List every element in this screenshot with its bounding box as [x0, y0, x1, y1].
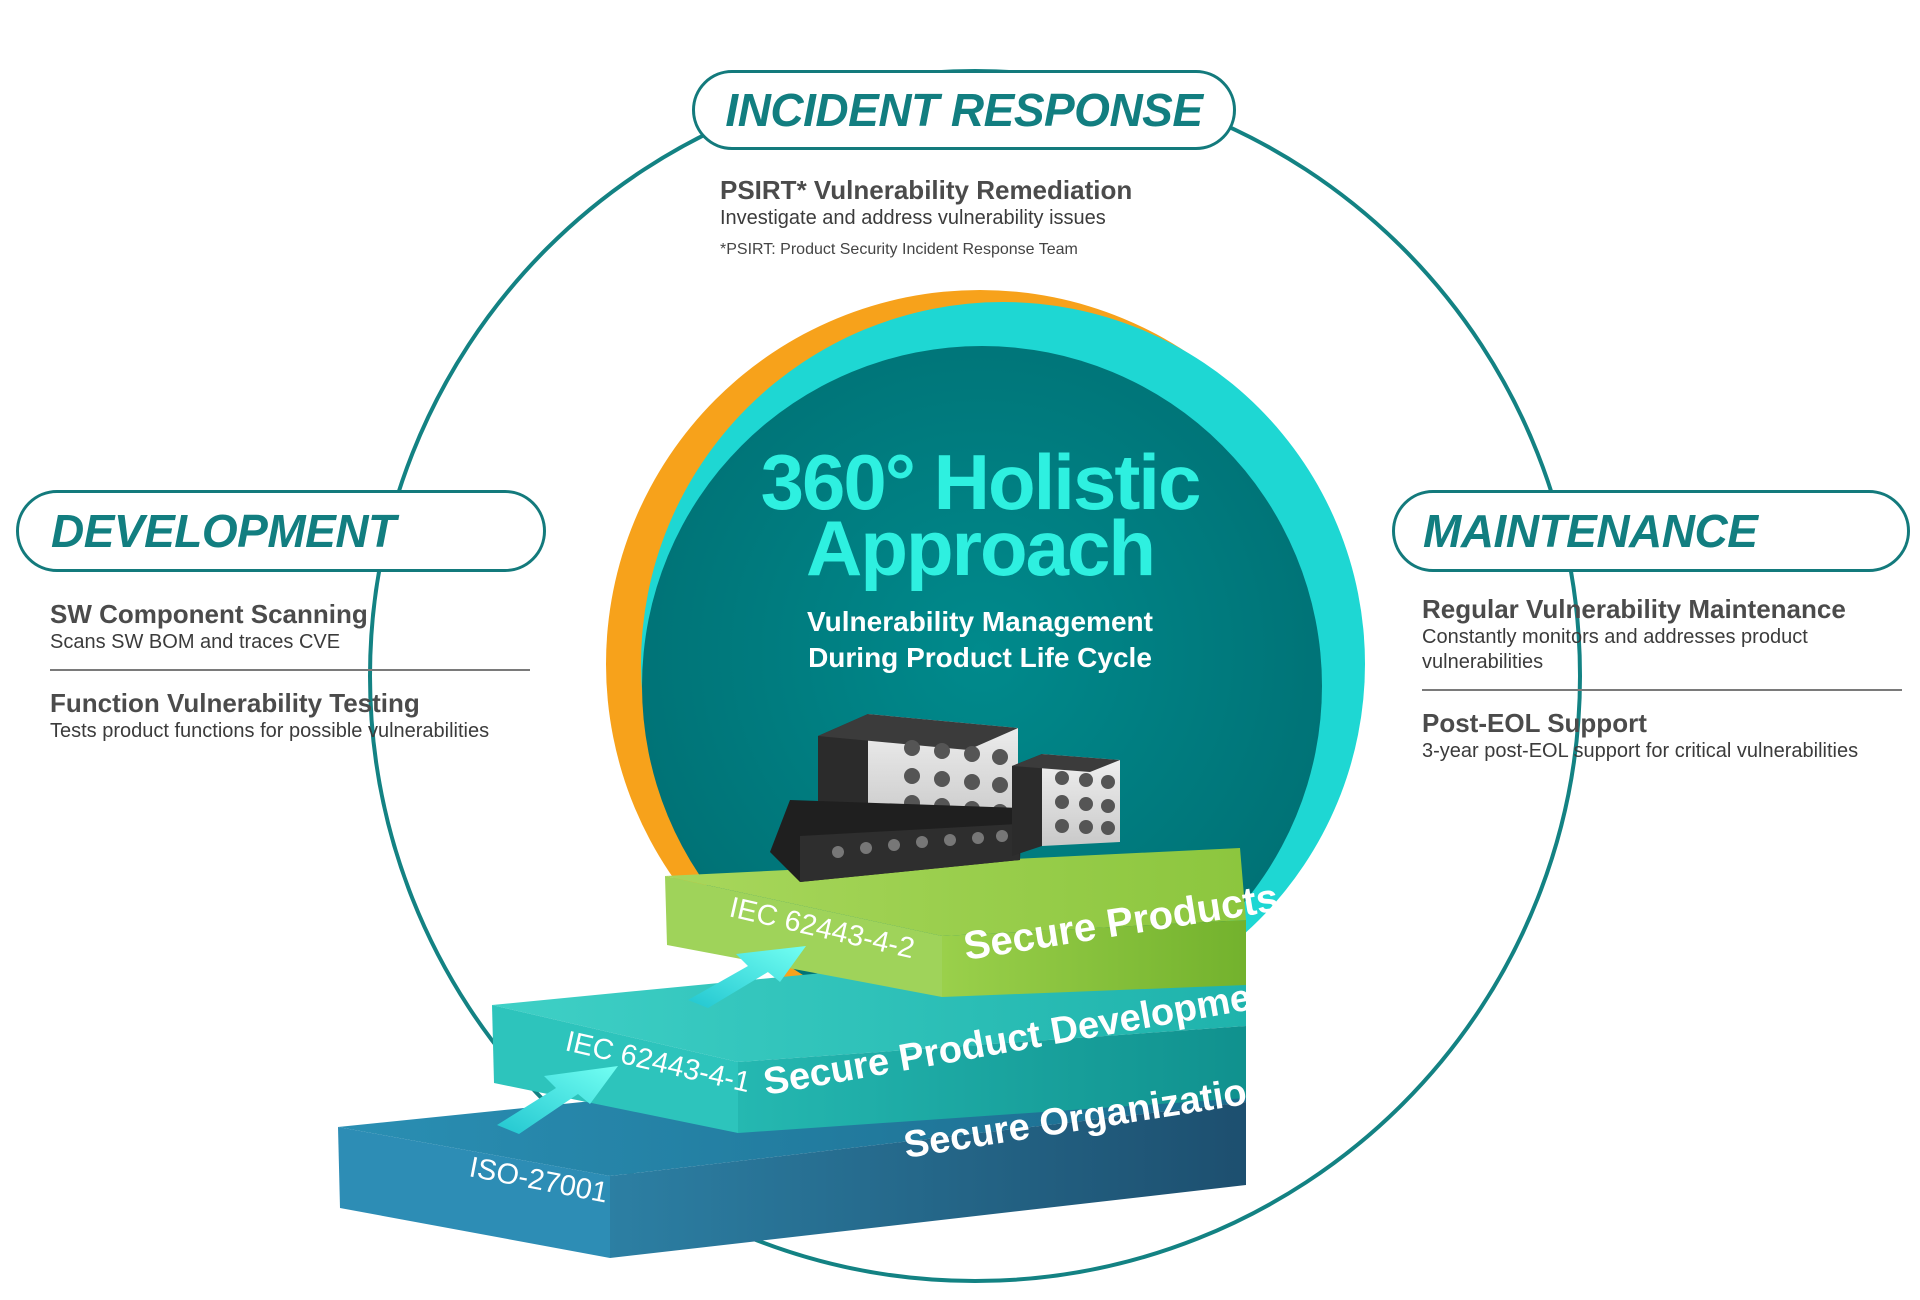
- regular-vulnerability-maintenance-title: Regular Vulnerability Maintenance: [1422, 594, 1846, 624]
- arrow-up-upper: [688, 946, 806, 1008]
- sw-component-scanning-title: SW Component Scanning: [50, 599, 368, 629]
- center-title-line1: 360° Holistic: [760, 438, 1202, 526]
- incident-response-pill: INCIDENT RESPONSE: [692, 70, 1236, 150]
- function-vulnerability-testing-desc: Tests product functions for possible vul…: [50, 720, 490, 742]
- psirt-desc: Investigate and address vulnerability is…: [720, 207, 1106, 229]
- regular-vulnerability-maintenance-desc: Constantly monitors and addresses produc…: [1422, 626, 1808, 673]
- incident-response-details: PSIRT* Vulnerability Remediation Investi…: [720, 174, 1280, 261]
- development-divider: [50, 669, 530, 671]
- development-details: SW Component Scanning Scans SW BOM and t…: [50, 598, 530, 744]
- development-label: DEVELOPMENT: [51, 505, 396, 557]
- post-eol-support-desc: 3-year post-EOL support for critical vul…: [1422, 740, 1859, 762]
- maintenance-pill: MAINTENANCE: [1392, 490, 1910, 572]
- center-subtitle-line2: During Product Life Cycle: [808, 642, 1152, 673]
- function-vulnerability-testing-title: Function Vulnerability Testing: [50, 688, 420, 718]
- sw-component-scanning-desc: Scans SW BOM and traces CVE: [50, 631, 341, 653]
- maintenance-divider: [1422, 689, 1902, 691]
- post-eol-support-title: Post-EOL Support: [1422, 708, 1647, 738]
- maintenance-label: MAINTENANCE: [1423, 505, 1758, 557]
- hardware-devices-image: [770, 714, 1120, 882]
- center-subtitle-line1: Vulnerability Management: [807, 606, 1153, 637]
- center-title-line2: Approach: [805, 504, 1156, 592]
- arrow-up-lower: [497, 1066, 618, 1134]
- incident-response-label: INCIDENT RESPONSE: [725, 84, 1203, 136]
- psirt-title: PSIRT* Vulnerability Remediation: [720, 175, 1133, 205]
- psirt-footnote: *PSIRT: Product Security Incident Respon…: [720, 241, 1078, 258]
- maintenance-details: Regular Vulnerability Maintenance Consta…: [1422, 593, 1902, 764]
- development-pill: DEVELOPMENT: [16, 490, 546, 572]
